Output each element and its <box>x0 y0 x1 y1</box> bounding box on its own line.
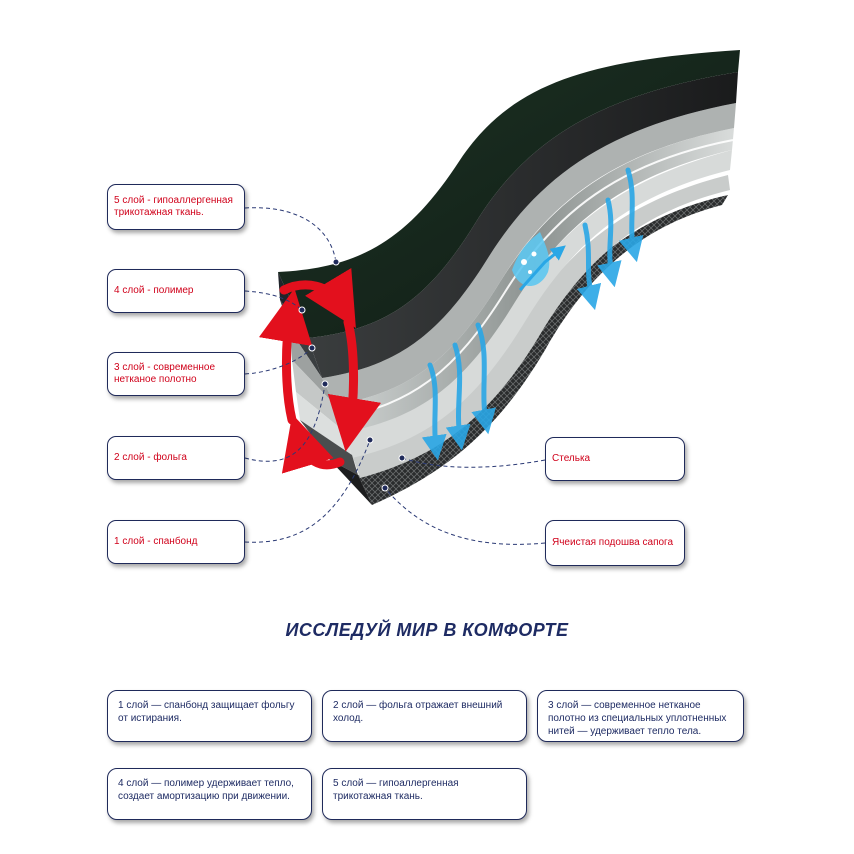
info-box-5-text: 5 слой — гипоаллергенная трикотажная тка… <box>333 778 459 802</box>
label-layer2: 2 слой - фольга <box>107 436 245 480</box>
insole-layer <box>352 175 730 478</box>
red-circular-arrows-icon <box>258 267 382 474</box>
info-box-5: 5 слой — гипоаллергенная трикотажная тка… <box>322 768 527 820</box>
label-layer5: 5 слой - гипоаллергенная трикотажная тка… <box>107 184 245 230</box>
label-layer1: 1 слой - спанбонд <box>107 520 245 564</box>
info-box-2-text: 2 слой — фольга отражает внешний холод. <box>333 700 503 724</box>
info-box-1: 1 слой — спанбонд защищает фольгу от ист… <box>107 690 312 742</box>
info-box-1-text: 1 слой — спанбонд защищает фольгу от ист… <box>118 700 295 724</box>
label-layer1-text: 1 слой - спанбонд <box>114 536 198 547</box>
layer5-fabric <box>278 50 740 338</box>
info-box-4-text: 4 слой — полимер удерживает тепло, созда… <box>118 778 294 802</box>
water-droplets-icon <box>512 232 566 291</box>
layer1-spunbond <box>345 150 732 458</box>
label-insole: Стелька <box>545 437 685 481</box>
sole-layer <box>358 195 728 505</box>
label-layer5-text: 5 слой - гипоаллергенная трикотажная тка… <box>114 195 233 218</box>
info-box-4: 4 слой — полимер удерживает тепло, созда… <box>107 768 312 820</box>
leader-dots <box>298 258 406 492</box>
label-layer3-text: 3 слой - современное нетканое полотно <box>114 362 216 385</box>
label-layer3: 3 слой - современное нетканое полотно <box>107 352 245 396</box>
label-layer4: 4 слой - полимер <box>107 269 245 313</box>
headline: ИССЛЕДУЙ МИР В КОМФОРТЕ <box>285 620 569 640</box>
blue-down-arrows-icon <box>421 167 644 461</box>
info-box-3-text: 3 слой — современное нетканое полотно из… <box>548 700 727 737</box>
info-box-3: 3 слой — современное нетканое полотно из… <box>537 690 744 742</box>
label-layer2-text: 2 слой - фольга <box>114 452 187 463</box>
layer3-nonwoven <box>322 103 736 405</box>
label-sole: Ячеистая подошва сапога <box>545 520 685 566</box>
label-insole-text: Стелька <box>552 453 591 464</box>
label-layer4-text: 4 слой - полимер <box>114 285 194 296</box>
info-box-2: 2 слой — фольга отражает внешний холод. <box>322 690 527 742</box>
layer4-polymer <box>308 72 738 378</box>
label-sole-text: Ячеистая подошва сапога <box>552 537 674 548</box>
leader-lines <box>244 207 546 545</box>
